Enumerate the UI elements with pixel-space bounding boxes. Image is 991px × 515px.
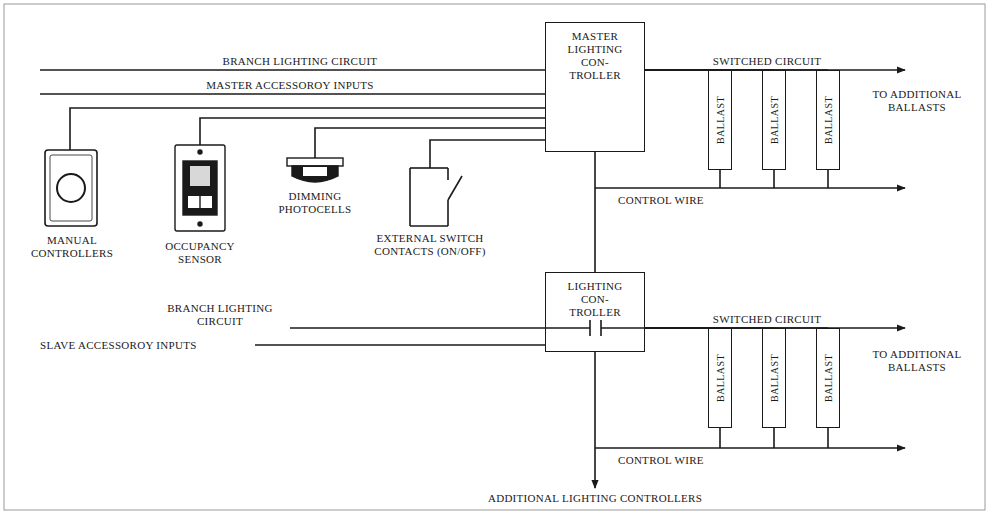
- controller-label: MASTER LIGHTING CON- TROLLER: [562, 30, 628, 82]
- occupancy-input-wire: [200, 118, 545, 145]
- wire-label: TO ADDITIONAL BALLASTS: [858, 348, 976, 374]
- accessory-input-wire: [40, 93, 545, 95]
- ballast-stub: [719, 428, 721, 448]
- wire-label: CONTROL WIRE: [618, 454, 778, 467]
- ballast-stub: [827, 170, 829, 188]
- controller-box: MASTER LIGHTING CON- TROLLER: [545, 22, 645, 152]
- contact-bar: [589, 320, 591, 336]
- ballast-stub: [827, 428, 829, 448]
- device-label: DIMMING PHOTOCELLS: [262, 190, 368, 216]
- wire-label: MASTER ACCESSOROY INPUTS: [165, 79, 415, 92]
- circuit-connector: [645, 327, 828, 329]
- branch-circuit-wire: [40, 69, 545, 71]
- circuit-connector: [645, 69, 828, 71]
- switch-input-wire: [430, 140, 545, 168]
- ballast-stub: [773, 428, 775, 448]
- ballast-label: BALLAST: [769, 354, 780, 402]
- note-label: ADDITIONAL LIGHTING CONTROLLERS: [415, 492, 775, 505]
- controller-bus-wire: [594, 352, 596, 488]
- manual-input-wire: [70, 108, 545, 150]
- wire-label: SWITCHED CIRCUIT: [672, 313, 862, 326]
- frame: [4, 4, 985, 510]
- ballast-box: BALLAST: [816, 328, 840, 428]
- manual-controller-symbol: [45, 150, 97, 226]
- wire-label: BRANCH LIGHTING CIRCUIT: [155, 302, 285, 328]
- ballast-stub: [719, 170, 721, 188]
- device-label: EXTERNAL SWITCH CONTACTS (ON/OFF): [372, 232, 488, 258]
- device-label: OCCUPANCY SENSOR: [150, 240, 250, 266]
- photocell-symbol: [287, 158, 343, 182]
- controller-box: LIGHTING CON- TROLLER: [545, 272, 645, 352]
- wire-label: SLAVE ACCESSOROY INPUTS: [40, 339, 250, 352]
- ballast-stub: [773, 170, 775, 188]
- ballast-box: BALLAST: [708, 328, 732, 428]
- circuit-connector: [594, 152, 596, 272]
- ballast-label: BALLAST: [823, 354, 834, 402]
- device-label: MANUAL CONTROLLERS: [16, 234, 128, 260]
- switch-contact-symbol: [410, 168, 462, 226]
- ballast-label: BALLAST: [715, 96, 726, 144]
- ballast-box: BALLAST: [816, 70, 840, 170]
- occupancy-sensor-symbol: [175, 145, 225, 231]
- ballast-label: BALLAST: [769, 96, 780, 144]
- ballast-box: BALLAST: [762, 70, 786, 170]
- slave-input-wire: [255, 344, 545, 346]
- control-wire: [595, 187, 905, 189]
- control-wire: [595, 447, 905, 449]
- ballast-box: BALLAST: [762, 328, 786, 428]
- wire-label: SWITCHED CIRCUIT: [672, 55, 862, 68]
- ballast-box: BALLAST: [708, 70, 732, 170]
- switched-circuit-wire: [601, 327, 905, 329]
- wire-label: TO ADDITIONAL BALLASTS: [858, 88, 976, 114]
- ballast-label: BALLAST: [823, 96, 834, 144]
- controller-label: LIGHTING CON- TROLLER: [562, 280, 628, 319]
- wire-label: BRANCH LIGHTING CIRCUIT: [185, 55, 415, 68]
- ballast-label: BALLAST: [715, 354, 726, 402]
- wire-label: CONTROL WIRE: [618, 194, 778, 207]
